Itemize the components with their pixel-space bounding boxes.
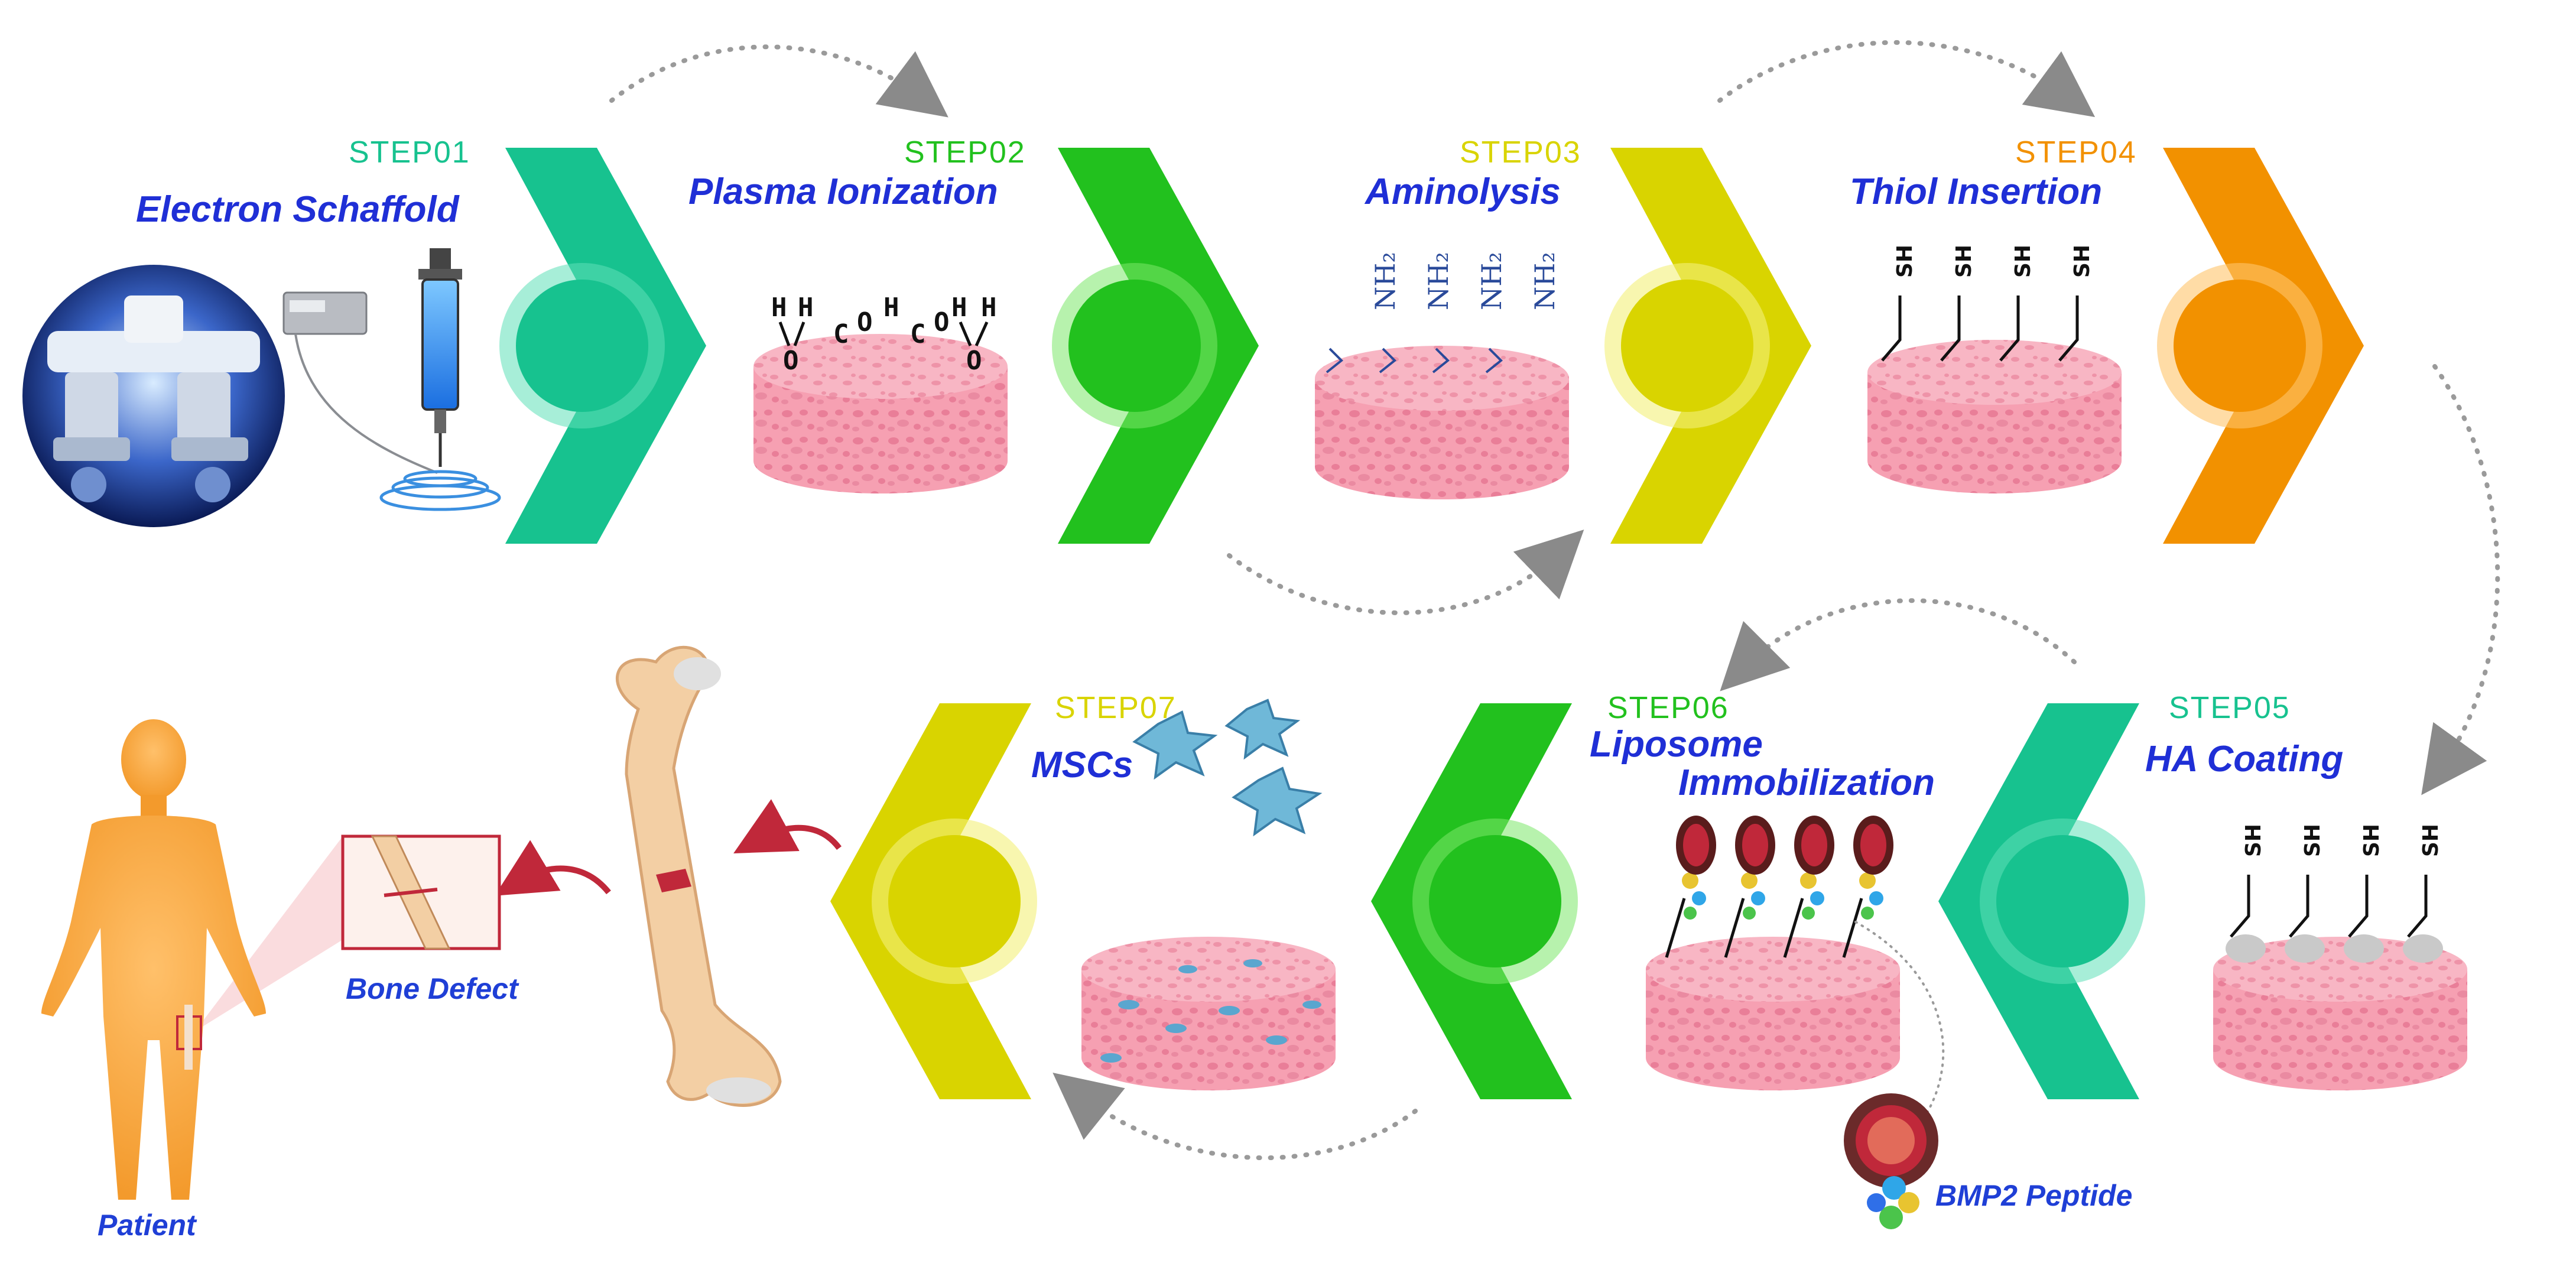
bmp2-label: BMP2 Peptide bbox=[1935, 1179, 2132, 1212]
step05-scaffold bbox=[2213, 937, 2467, 1090]
nh2-group: NH₂ bbox=[1422, 252, 1454, 310]
sh-group: SH bbox=[2419, 824, 2443, 857]
step04-label: STEP04 bbox=[2015, 135, 2137, 170]
sh-group: SH bbox=[1952, 245, 1976, 278]
step03-amine-groups: NH₂ NH₂ NH₂ NH₂ bbox=[1326, 252, 1561, 374]
bone-defect-label: Bone Defect bbox=[346, 972, 519, 1005]
patient-label: Patient bbox=[98, 1209, 197, 1242]
step06-chevron bbox=[1371, 703, 1578, 1099]
arrow-bone-to-defect bbox=[495, 840, 611, 896]
step07-chevron bbox=[830, 703, 1037, 1099]
hydroxyl-h: H bbox=[798, 293, 814, 323]
hydroxyl-h: H bbox=[771, 293, 787, 323]
hydroxyl-h: H bbox=[981, 293, 997, 323]
carbonyl-o: O bbox=[934, 307, 950, 337]
carbonyl-c: C bbox=[910, 319, 926, 349]
sh-group: SH bbox=[2242, 824, 2266, 857]
carbonyl-c: C bbox=[833, 319, 849, 349]
connector-step03-step04 bbox=[1717, 40, 2096, 118]
step05-ha-coating: SH SH SH SH bbox=[2226, 824, 2443, 963]
step04-chevron bbox=[2157, 148, 2364, 544]
connector-step04-step05 bbox=[2421, 364, 2500, 795]
msc-cells-image bbox=[1132, 699, 1323, 837]
nh2-group: NH₂ bbox=[1529, 252, 1561, 310]
step02-label: STEP02 bbox=[904, 135, 1026, 170]
step01-title: Electron Schaffold bbox=[136, 189, 460, 230]
step04-thiol-groups: SH SH SH SH bbox=[1881, 245, 2094, 362]
step06-scaffold bbox=[1646, 937, 1900, 1090]
nh2-group: NH₂ bbox=[1369, 252, 1401, 310]
femur-bone-image bbox=[615, 645, 782, 1107]
sh-group: SH bbox=[2011, 245, 2035, 278]
step05-chevron bbox=[1938, 703, 2145, 1099]
connector-step01-step02 bbox=[609, 44, 948, 118]
hydroxyl-o: O bbox=[966, 346, 982, 376]
step01-chevron bbox=[499, 148, 706, 544]
sh-group: SH bbox=[2301, 824, 2325, 857]
step06-title-line1: Liposome bbox=[1590, 724, 1763, 765]
step06-title-line2: Immobilization bbox=[1678, 762, 1935, 803]
carbonyl-o: O bbox=[857, 307, 873, 337]
step06-label: STEP06 bbox=[1607, 691, 1729, 725]
sh-group: SH bbox=[2070, 245, 2094, 278]
step07-title: MSCs bbox=[1031, 745, 1133, 785]
step02-title: Plasma Ionization bbox=[688, 171, 998, 212]
step06-liposomes bbox=[1665, 816, 1893, 958]
step03-title: Aminolysis bbox=[1364, 171, 1561, 212]
step05-title: HA Coating bbox=[2145, 739, 2343, 780]
step05-label: STEP05 bbox=[2169, 691, 2291, 725]
step04-title: Thiol Insertion bbox=[1850, 171, 2102, 212]
sh-group: SH bbox=[1893, 245, 1917, 278]
patient-figure bbox=[41, 719, 266, 1200]
sh-group: SH bbox=[2360, 824, 2384, 857]
step03-label: STEP03 bbox=[1460, 135, 1581, 170]
bmp2-pointer bbox=[1854, 921, 1945, 1124]
connector-step02-step03 bbox=[1227, 530, 1584, 615]
step02-chevron bbox=[1052, 148, 1259, 544]
electrospinning-machine-image bbox=[22, 265, 285, 527]
step03-chevron bbox=[1604, 148, 1811, 544]
step07-label: STEP07 bbox=[1055, 691, 1177, 725]
syringe-pump-image bbox=[282, 248, 501, 511]
connector-step06-step07 bbox=[1053, 1073, 1418, 1161]
step03-scaffold bbox=[1315, 346, 1569, 499]
step04-scaffold bbox=[1867, 340, 2122, 493]
arrow-msc-to-bone bbox=[733, 799, 842, 853]
nh2-group: NH₂ bbox=[1476, 252, 1508, 310]
step02-scaffold bbox=[753, 334, 1008, 493]
carbonyl-h: H bbox=[883, 293, 899, 323]
hydroxyl-h: H bbox=[951, 293, 967, 323]
connector-step05-step06 bbox=[1720, 598, 2077, 691]
hydroxyl-o: O bbox=[783, 346, 799, 376]
step02-surface-groups: H H O C O H C O H H O bbox=[771, 293, 997, 376]
bmp2-peptide-image bbox=[1844, 1093, 1938, 1229]
step01-label: STEP01 bbox=[349, 135, 470, 170]
step07-scaffold bbox=[1081, 937, 1336, 1090]
bone-defect-inset bbox=[195, 834, 501, 1031]
